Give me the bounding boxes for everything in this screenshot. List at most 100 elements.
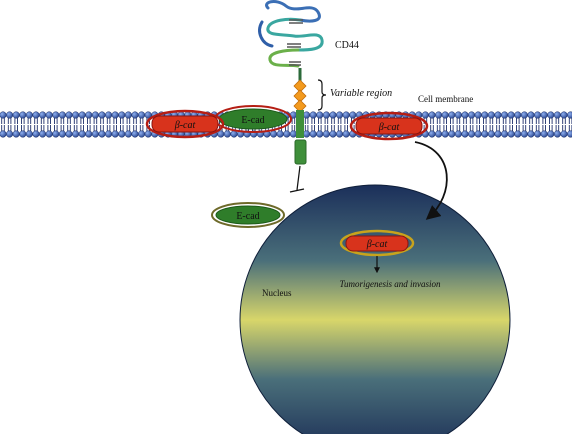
lipid-head xyxy=(534,111,542,119)
lipid-head xyxy=(435,130,443,138)
lipid-head xyxy=(118,111,126,119)
lipid-head xyxy=(560,111,568,119)
lipid-head xyxy=(19,111,27,119)
lipid-head xyxy=(118,130,126,138)
lipid-head xyxy=(72,111,80,119)
lipid-head xyxy=(316,130,324,138)
lipid-head xyxy=(514,130,522,138)
lipid-head xyxy=(85,111,93,119)
lipid-head xyxy=(19,130,27,138)
lipid-head xyxy=(454,130,462,138)
lipid-head xyxy=(454,111,462,119)
beta-cat-left-label: β-cat xyxy=(174,120,196,131)
lipid-head xyxy=(547,130,555,138)
nucleus-label: Nucleus xyxy=(262,288,292,298)
lipid-head xyxy=(553,111,561,119)
lipid-head xyxy=(487,130,495,138)
lipid-head xyxy=(461,111,469,119)
disulfide-bonds xyxy=(287,19,303,66)
lipid-head xyxy=(124,111,132,119)
lipid-head xyxy=(520,111,528,119)
lipid-head xyxy=(501,111,509,119)
lipid-head xyxy=(45,111,53,119)
lipid-head xyxy=(85,130,93,138)
lipid-head xyxy=(98,130,106,138)
lipid-head xyxy=(309,130,317,138)
lipid-head xyxy=(32,130,40,138)
lipid-head xyxy=(25,130,33,138)
lipid-head xyxy=(12,130,20,138)
variable-region-label: Variable region xyxy=(330,88,392,99)
lipid-head xyxy=(329,111,337,119)
lipid-head xyxy=(567,111,572,119)
lipid-head xyxy=(223,130,231,138)
beta-cat-nucleus-ring xyxy=(339,229,415,257)
beta-cat-left xyxy=(151,115,219,133)
lipid-head xyxy=(303,111,311,119)
lipid-head xyxy=(25,111,33,119)
lipid-head xyxy=(65,130,73,138)
beta-cat-nucleus-label: β-cat xyxy=(366,239,388,250)
lipid-head xyxy=(520,130,528,138)
inhibition-bar xyxy=(289,188,305,193)
beta-cat-right-ring xyxy=(349,111,429,141)
lipid-head xyxy=(560,130,568,138)
variable-region-bracket xyxy=(317,79,327,111)
lipid-head xyxy=(494,111,502,119)
lipid-head xyxy=(52,111,60,119)
lipid-head xyxy=(45,130,53,138)
lipid-head xyxy=(534,130,542,138)
lipid-head xyxy=(336,111,344,119)
lipid-head xyxy=(468,111,476,119)
lipid-head xyxy=(78,130,86,138)
lipid-head xyxy=(6,111,14,119)
lipid-head xyxy=(270,130,278,138)
lipid-head xyxy=(6,130,14,138)
lipid-head xyxy=(540,130,548,138)
lipid-head xyxy=(329,130,337,138)
lipid-head xyxy=(105,111,113,119)
lipid-head xyxy=(474,111,482,119)
lipid-head xyxy=(481,130,489,138)
lipid-head xyxy=(138,130,146,138)
lipid-head xyxy=(91,111,99,119)
lipid-head xyxy=(12,111,20,119)
lipid-head xyxy=(105,130,113,138)
lipid-head xyxy=(78,111,86,119)
lipid-head xyxy=(316,111,324,119)
lipid-head xyxy=(441,130,449,138)
lipid-head xyxy=(303,130,311,138)
lipid-head xyxy=(65,111,73,119)
beta-cat-right xyxy=(355,117,423,135)
translocation-arrow xyxy=(414,141,448,220)
lipid-head xyxy=(32,111,40,119)
cd44-extracellular-domain xyxy=(258,0,324,68)
lipid-head xyxy=(283,130,291,138)
lipid-head xyxy=(58,130,66,138)
lipid-head xyxy=(289,130,297,138)
lipid-head xyxy=(111,130,119,138)
lipid-head xyxy=(276,130,284,138)
lipid-head xyxy=(428,111,436,119)
beta-cat-left-ring xyxy=(145,109,225,139)
lipid-head xyxy=(52,130,60,138)
lipid-head xyxy=(448,130,456,138)
lipid-head xyxy=(322,130,330,138)
lipid-head xyxy=(494,130,502,138)
lipid-head xyxy=(487,111,495,119)
lipid-head xyxy=(322,111,330,119)
lipid-head xyxy=(39,130,47,138)
lipid-head xyxy=(481,111,489,119)
nucleus-circle xyxy=(239,184,511,434)
lipid-head xyxy=(39,111,47,119)
lipid-head xyxy=(217,130,225,138)
lipid-head xyxy=(428,130,436,138)
lipid-head xyxy=(501,130,509,138)
lipid-head xyxy=(553,130,561,138)
lipid-head xyxy=(468,130,476,138)
lipid-head xyxy=(138,111,146,119)
beta-cat-nucleus xyxy=(345,235,409,252)
lipid-head xyxy=(342,130,350,138)
